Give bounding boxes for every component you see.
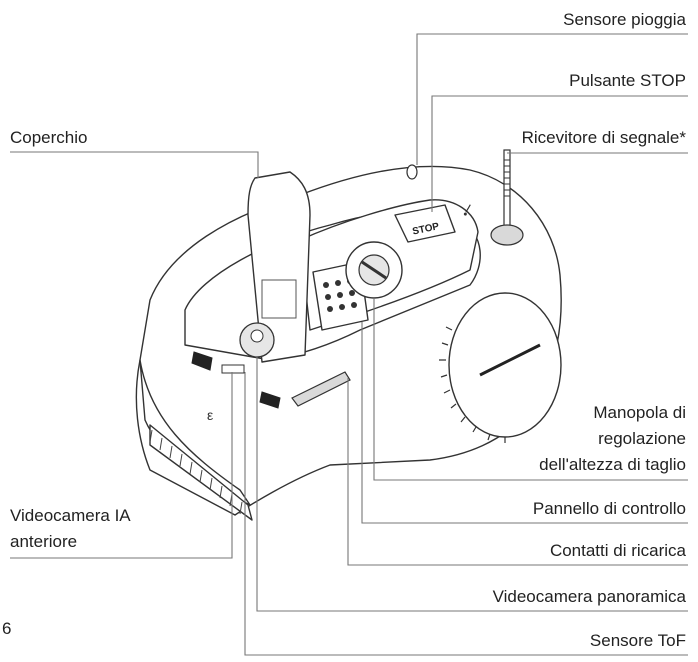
front-bumper [149,424,253,521]
lid-panel [247,171,311,363]
leader-lines [10,33,688,656]
label-signal-receiver: Ricevitore di segnale* [521,128,686,147]
label-stop-button: Pulsante STOP [569,71,686,90]
label-height-knob-3: dell'altezza di taglio [539,455,686,474]
antenna-mast [503,149,511,229]
label-ai-camera-1: Videocamera IA [10,506,131,525]
label-rain-sensor: Sensore pioggia [563,10,686,29]
tof-sensor-shape [221,364,245,374]
page-number: 6 [2,619,12,638]
knob-grip [361,260,387,280]
label-charging-contacts: Contatti di ricarica [549,541,686,560]
mower-illustration: STOP ●━━ [135,149,562,521]
label-tof-sensor: Sensore ToF [589,631,686,650]
wheel-hub-line [479,343,541,377]
lid-window [261,279,297,319]
front-sensor-right [259,391,281,409]
charging-contacts-shape [291,371,351,407]
panoramic-camera-lens [250,329,264,343]
label-height-knob-1: Manopola di [593,403,686,422]
label-lid: Coperchio [10,128,88,147]
bumper-teeth [149,429,243,515]
label-control-panel: Pannello di controllo [532,499,686,518]
front-sensor-left [191,351,213,371]
rain-sensor-shape [406,164,418,180]
stop-button-shape [394,204,456,243]
front-emblem-icon: ε [207,407,213,423]
label-height-knob-2: regolazione [598,429,686,448]
wheel-tread [439,326,506,443]
antenna-base [490,224,524,246]
rear-wheel [448,292,562,438]
label-panoramic-camera: Videocamera panoramica [492,587,686,606]
label-ai-camera-2: anteriore [10,532,78,551]
antenna-stripes [504,159,510,197]
